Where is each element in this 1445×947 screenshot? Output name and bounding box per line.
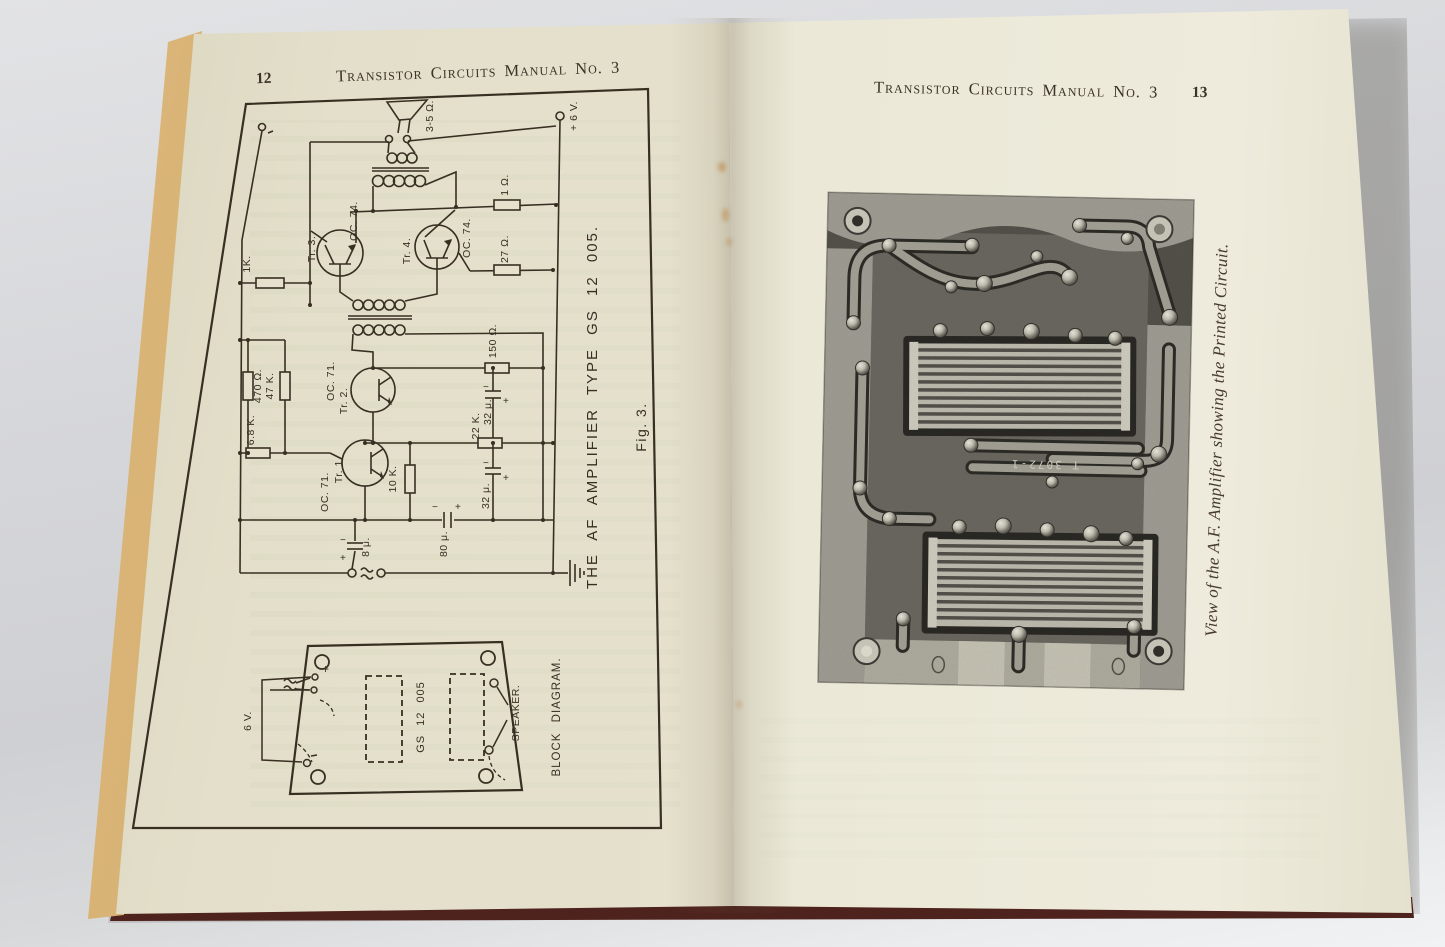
capacitor-80uf: + − xyxy=(432,502,461,529)
label-tr3-type: OC. 74. xyxy=(348,201,360,241)
label-150-ohm: 150 Ω. xyxy=(487,324,499,358)
polarity-minus: − xyxy=(340,535,346,546)
resistor-1-ohm xyxy=(493,199,521,211)
figure-label: Fig. 3. xyxy=(633,402,649,451)
polarity-plus: + xyxy=(455,502,461,513)
label-8uf: 8 μ. xyxy=(360,537,372,557)
capacitor-32uf-upper: − + xyxy=(483,368,509,443)
input-terminal xyxy=(257,122,267,132)
polarity-plus: + xyxy=(503,396,509,407)
transistor-tr1 xyxy=(341,439,389,487)
polarity-plus: + xyxy=(503,473,509,484)
label-47k: 47 K. xyxy=(264,372,276,399)
label-10k: 10 K. xyxy=(387,465,399,492)
foxing-stain xyxy=(722,208,729,222)
battery-connection xyxy=(261,673,335,768)
speaker-terminals xyxy=(484,678,509,781)
transformer-outline-2 xyxy=(449,673,485,761)
transformer-outline-1 xyxy=(365,675,403,763)
label-supply: + 6 V. xyxy=(568,101,580,131)
label-6-8k: 6.8 K. xyxy=(245,415,257,445)
label-tr4-type: OC. 74. xyxy=(461,218,473,258)
label-speaker: SPEAKER. xyxy=(510,685,522,742)
label-32uf-upper: 32 μ. xyxy=(482,399,494,425)
label-board-type: GS 12 005 xyxy=(415,681,427,753)
resistor-22k xyxy=(477,437,503,449)
label-470-ohm: 470 Ω. xyxy=(252,369,264,403)
label-1-ohm: 1 Ω. xyxy=(499,174,511,196)
label-22k: 22 K. xyxy=(470,412,482,439)
signal-source-icon xyxy=(347,567,386,580)
label-tr1: Tr. 1. xyxy=(333,457,345,484)
junction-dots xyxy=(238,203,558,575)
transistor-tr4 xyxy=(414,224,460,270)
label-27-ohm: 27 Ω. xyxy=(499,235,511,263)
capacitor-32uf-lower: − + xyxy=(483,443,509,520)
resistor-10k xyxy=(404,464,416,494)
pcb-photo: T 3072-1 xyxy=(817,191,1195,691)
label-tr2-type: OC. 71. xyxy=(325,361,337,401)
figure-frame xyxy=(131,87,663,830)
resistor-27-ohm xyxy=(493,264,521,276)
board-outline xyxy=(288,640,524,796)
resistor-1k xyxy=(255,277,285,289)
label-80uf: 80 μ. xyxy=(438,531,450,557)
output-transformer-icon xyxy=(371,141,457,211)
polarity-plus: + xyxy=(340,553,346,564)
polarity-minus: − xyxy=(483,382,489,393)
polarity-minus: − xyxy=(432,502,438,513)
resistor-47k xyxy=(279,371,291,401)
label-tr3: Tr. 3. xyxy=(306,236,318,263)
battery-plus: + xyxy=(322,662,330,676)
label-tr1-type: OC. 71. xyxy=(319,472,331,512)
speaker-icon xyxy=(384,99,429,144)
driver-transformer-icon xyxy=(339,269,544,520)
supply-terminal xyxy=(555,111,565,121)
foxing-stain xyxy=(726,238,732,246)
ground-icon xyxy=(553,560,585,586)
label-speaker-impedance: 3-5 Ω. xyxy=(424,100,436,132)
polarity-minus: − xyxy=(483,458,489,469)
block-diagram: 6 V. + GS 12 005 SPEAKER. BLOCK DIAGRAM. xyxy=(242,640,563,796)
figure-title: THE AF AMPLIFIER TYPE GS 12 005. xyxy=(584,225,601,589)
circuit-schematic-fig3: 3-5 Ω. + 6 V. 1 Ω. xyxy=(131,87,663,830)
label-tr4: Tr. 4. xyxy=(401,238,413,265)
label-battery: 6 V. xyxy=(242,711,254,731)
resistor-470-ohm xyxy=(242,371,254,401)
foxing-stain xyxy=(718,162,726,172)
label-block-diagram: BLOCK DIAGRAM. xyxy=(551,657,563,776)
label-tr2: Tr. 2. xyxy=(338,388,350,415)
transistor-tr2 xyxy=(350,367,396,413)
resistor-150-ohm xyxy=(484,362,510,374)
foxing-stain xyxy=(736,700,742,709)
capacitor-8uf: − + xyxy=(340,520,363,570)
label-32uf-lower: 32 μ. xyxy=(480,483,492,509)
label-1k: 1K. xyxy=(241,255,253,272)
